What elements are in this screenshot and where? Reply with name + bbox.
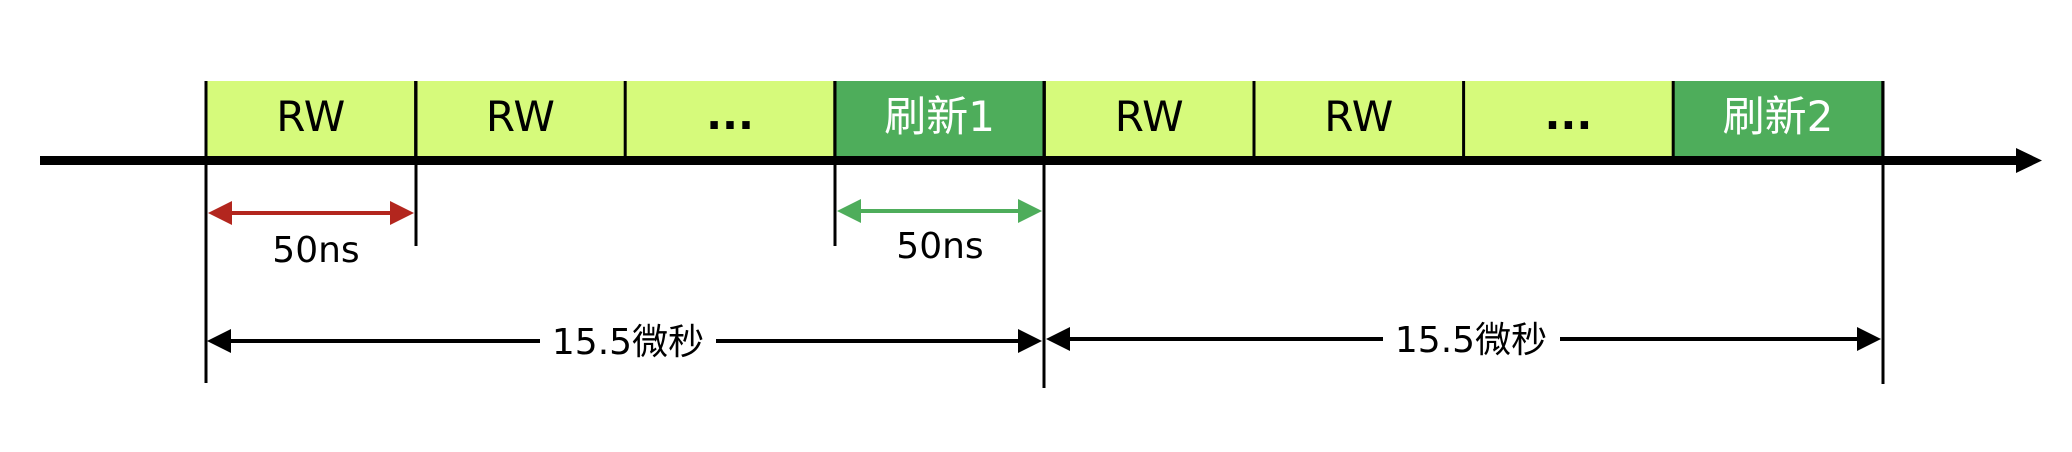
slot-label: 刷新1	[884, 92, 995, 141]
rw-slot: ...	[1462, 81, 1674, 157]
slot-label: RW	[276, 92, 345, 141]
slot-box	[625, 81, 835, 157]
extension-lines	[204, 81, 1885, 388]
slot-box	[206, 81, 416, 157]
rw-duration-dimension: 50ns	[208, 201, 414, 271]
refresh-slot: 刷新1	[833, 81, 1045, 157]
rw-slot: RW	[204, 81, 416, 157]
rw-duration-label: 50ns	[272, 230, 359, 271]
slot-box	[1673, 81, 1883, 157]
rw-slot: RW	[1042, 81, 1254, 157]
slot-box	[1254, 81, 1464, 157]
slot-box	[1463, 81, 1674, 157]
time-axis	[40, 148, 2042, 173]
slot-label: RW	[1115, 92, 1184, 141]
rw-slot: RW	[414, 81, 626, 157]
slot-box	[1044, 81, 1254, 157]
period-1-label: 15.5微秒	[552, 322, 704, 363]
timeline-slots: RW RW... 刷新1 RW RW... 刷新2	[204, 81, 1885, 157]
refresh-duration-label: 50ns	[896, 226, 983, 267]
slot-box	[415, 81, 626, 157]
refresh-slot: 刷新2	[1671, 81, 1883, 157]
refresh-period-dimension-2: 15.5微秒	[1046, 320, 1881, 361]
period-2-label: 15.5微秒	[1395, 320, 1547, 361]
refresh-period-dimension-1: 15.5微秒	[207, 322, 1042, 363]
rw-slot: ...	[623, 81, 835, 157]
slot-label: RW	[486, 92, 555, 141]
time-axis-arrowhead-icon	[2016, 148, 2042, 173]
time-axis-line	[40, 156, 2020, 165]
slot-label: ...	[706, 90, 754, 139]
slot-box	[834, 81, 1045, 157]
slot-label: ...	[1544, 90, 1592, 139]
rw-slot: RW	[1252, 81, 1464, 157]
slot-label: 刷新2	[1723, 92, 1834, 141]
refresh-duration-dimension: 50ns	[837, 199, 1042, 267]
slot-label: RW	[1324, 92, 1393, 141]
